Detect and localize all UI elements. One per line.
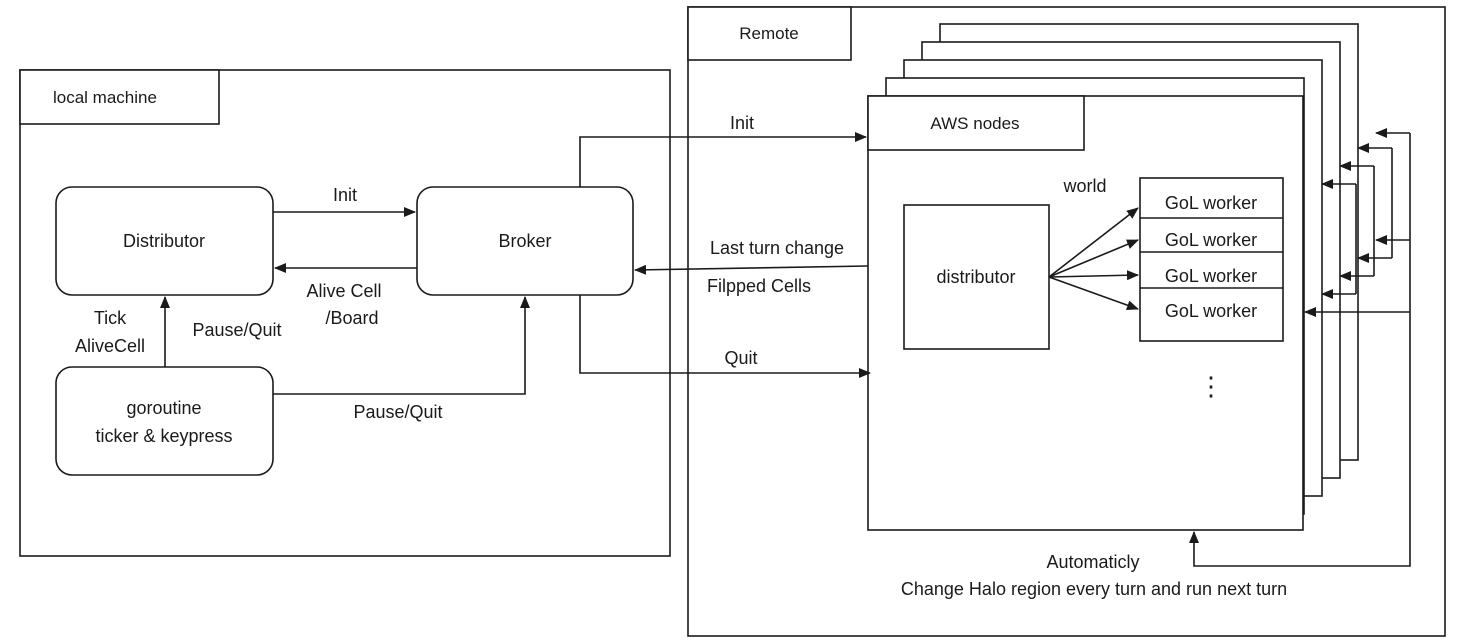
last-turn-arrow [634, 264, 869, 275]
flipped-cells-label: Filpped Cells [707, 276, 811, 296]
worker-fan-arrows [1048, 207, 1139, 310]
local-machine-title: local machine [53, 88, 157, 107]
init-remote-label: Init [730, 113, 754, 133]
gol-worker-1: GoL worker [1165, 193, 1257, 213]
gol-worker-2: GoL worker [1165, 230, 1257, 250]
remote-title: Remote [739, 24, 799, 43]
aws-distributor-node: distributor [903, 204, 1050, 350]
quit-label: Quit [724, 348, 757, 368]
quit-arrow [579, 295, 871, 378]
tick-label-line1: Tick [94, 308, 127, 328]
footer-line1: Automaticly [1046, 552, 1139, 572]
alive-cell-label-line1: Alive Cell [306, 281, 381, 301]
halo-feedback-loops [1189, 128, 1411, 567]
distributor-label: Distributor [123, 231, 205, 251]
pause-quit-broker-label: Pause/Quit [353, 402, 442, 422]
world-label: world [1062, 176, 1106, 196]
worker-list: GoL worker GoL worker GoL worker GoL wor… [1139, 177, 1284, 401]
tick-label-line2: AliveCell [75, 336, 145, 356]
more-workers-ellipsis: ⋮ [1198, 371, 1224, 401]
broker-label: Broker [498, 231, 551, 251]
pause-quit-broker-arrow [273, 296, 530, 395]
init-local-label: Init [333, 185, 357, 205]
distributor-node: Distributor [55, 186, 274, 296]
goroutine-label-line2: ticker & keypress [95, 426, 232, 446]
goroutine-node: goroutine ticker & keypress [55, 366, 274, 476]
footer-line2: Change Halo region every turn and run ne… [901, 579, 1287, 599]
goroutine-label-line1: goroutine [126, 398, 201, 418]
init-remote-arrow [579, 132, 867, 187]
gol-worker-4: GoL worker [1165, 301, 1257, 321]
pause-quit-up-label: Pause/Quit [192, 320, 281, 340]
aws-distributor-label: distributor [936, 267, 1015, 287]
alive-cell-label-line2: /Board [325, 308, 378, 328]
aws-nodes-title: AWS nodes [930, 114, 1019, 133]
last-turn-label: Last turn change [710, 238, 844, 258]
gol-worker-3: GoL worker [1165, 266, 1257, 286]
broker-node: Broker [416, 186, 634, 296]
